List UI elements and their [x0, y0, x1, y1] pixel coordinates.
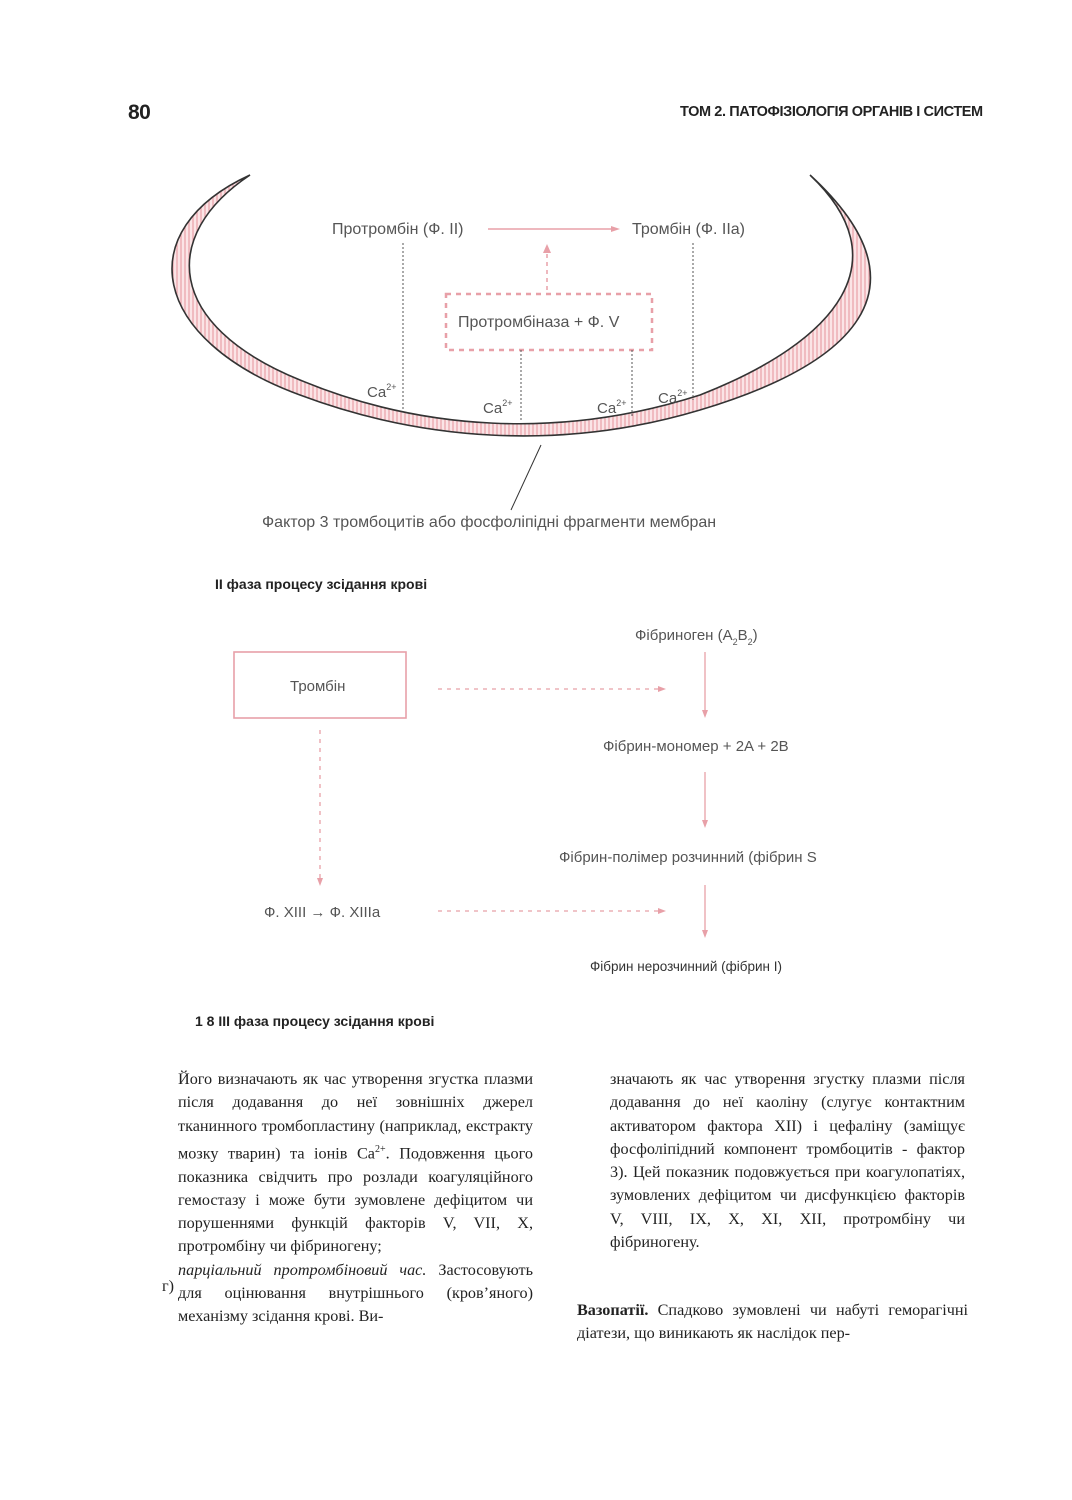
fibrin-insoluble-label: Фібрин нерозчинний (фібрин I)	[590, 959, 782, 974]
fibrin-monomer-label: Фібрин-мономер + 2A + 2B	[603, 738, 789, 755]
fibrinogen-down-arrow-head	[702, 710, 708, 718]
factor-xiii-label: Ф. XIII → Ф. XIIIa	[264, 904, 381, 921]
prothrombin-label: Протромбін (Ф. II)	[332, 221, 464, 238]
calcium-label-3: Ca2+	[597, 398, 626, 417]
fibrin-polymer-label: Фібрин-полімер розчинний (фібрин S	[559, 849, 817, 866]
phase2-caption: II фаза процесу зсідання крові	[215, 576, 428, 592]
activation-arrow-head	[543, 244, 551, 253]
membrane-leader-line	[510, 444, 542, 511]
fibrinogen-label: Фібриноген (A2B2)	[635, 627, 758, 647]
phase3-caption: 1 8 III фаза процесу зсідання крові	[195, 1013, 435, 1029]
membrane-band	[171, 174, 872, 437]
membrane-label: Фактор 3 тромбоцитів або фосфоліпідні фр…	[262, 514, 716, 531]
paragraph-partial-prothrombin-time: парціальний протромбіновий час. Застосов…	[178, 1260, 533, 1326]
calcium-label-4: Ca2+	[658, 388, 687, 407]
calcium-label-2: Ca2+	[483, 398, 512, 417]
thrombin-box	[233, 651, 407, 719]
coagulation-diagram: Протромбін (Ф. II) Тромбін (Ф. IIa) Прот…	[171, 174, 872, 938]
monomer-down-arrow-head	[702, 820, 708, 828]
calcium-label-1: Ca2+	[367, 382, 396, 401]
thrombin-label: Тромбін (Ф. IIa)	[632, 221, 745, 238]
prothrombinase-box	[444, 292, 654, 352]
running-header: ТОМ 2. ПАТОФІЗІОЛОГІЯ ОРГАНІВ І СИСТЕМ	[680, 104, 983, 120]
body-column-left: Його визначають як час утворення згустка…	[178, 1068, 533, 1329]
thrombin-box-label: Тромбін	[290, 678, 345, 695]
paragraph-prothrombin-time: Його визначають як час утворення згустка…	[178, 1070, 533, 1256]
thrombin-to-fibrinogen-arrow-head	[658, 686, 666, 692]
thrombin-down-arrow-head	[317, 878, 323, 886]
page-number: 80	[128, 101, 151, 124]
factor-xiii-arrow-head	[658, 908, 666, 914]
body-column-right: значають як час утворення згустку плазми…	[610, 1068, 965, 1254]
conversion-arrow-head	[611, 226, 620, 232]
paragraph-kaolin-cephalin: значають як час утворення згустку плазми…	[610, 1070, 965, 1252]
list-marker: г)	[162, 1277, 175, 1295]
paragraph-vasopathies: Вазопатії. Спадково зумовлені чи набуті …	[577, 1301, 968, 1343]
prothrombinase-label: Протромбіназа + Ф. V	[458, 314, 620, 331]
polymer-down-arrow-head	[702, 930, 708, 938]
